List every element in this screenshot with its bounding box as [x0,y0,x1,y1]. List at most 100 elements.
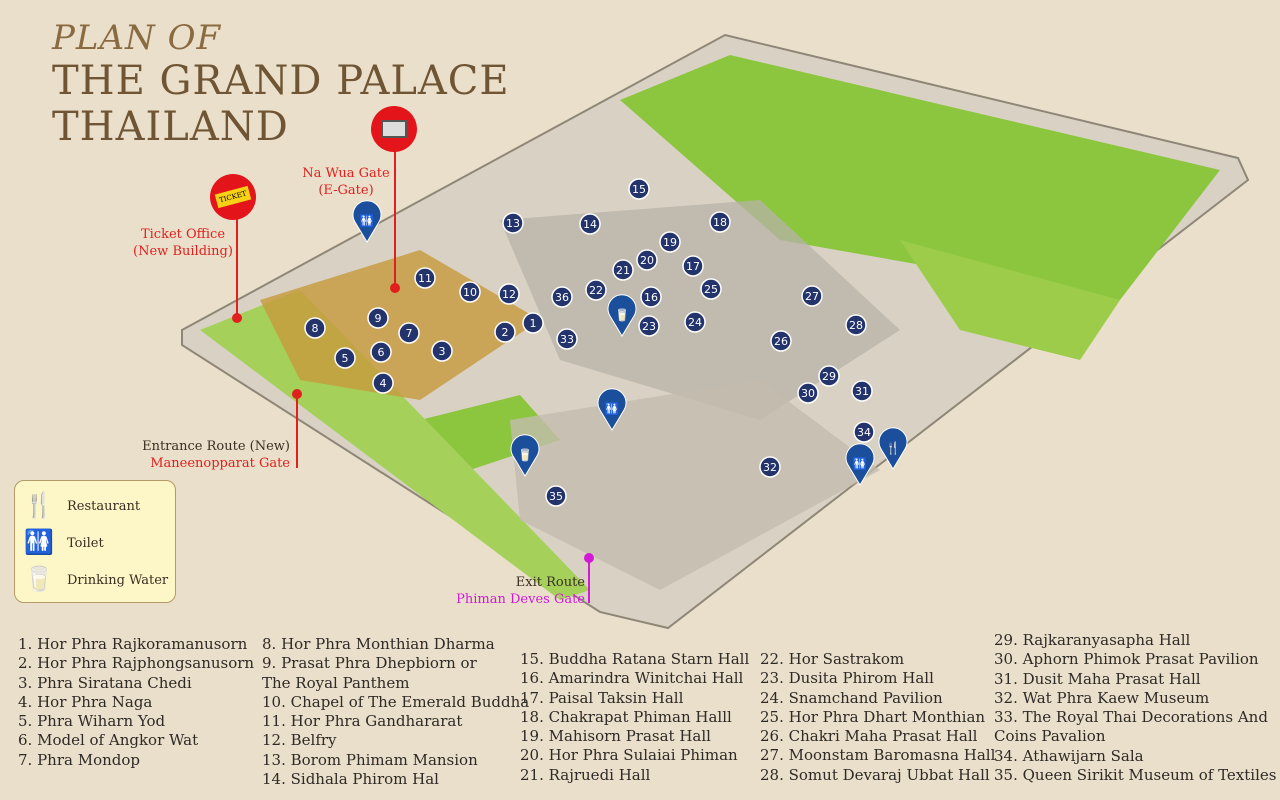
map-marker-36[interactable]: 36 [551,286,573,308]
svg-text:🍴: 🍴 [886,441,901,455]
place-item: 13. Borom Phimam Mansion [262,750,478,769]
svg-text:15: 15 [632,183,646,196]
restaurant-pin-icon[interactable]: 🍴 [878,427,908,470]
map-marker-4[interactable]: 4 [372,372,394,394]
map-marker-33[interactable]: 33 [556,328,578,350]
svg-text:20: 20 [640,254,654,267]
entrance-route: Entrance Route (New) [142,439,290,454]
map-marker-22[interactable]: 22 [585,279,607,301]
map-marker-1[interactable]: 1 [522,312,544,334]
ticket-office-icon: TICKET [210,174,256,220]
svg-text:11: 11 [418,272,432,285]
place-item: 29. Rajkaranyasapha Hall [994,631,1191,649]
place-item: 12. Belfry [262,731,337,750]
map-marker-23[interactable]: 23 [638,315,660,337]
map-marker-20[interactable]: 20 [636,249,658,271]
place-item: 21. Rajruedi Hall [520,765,651,784]
map-marker-14[interactable]: 14 [579,213,601,235]
map-marker-10[interactable]: 10 [459,281,481,303]
place-item: 22. Hor Sastrakom [760,650,905,668]
svg-text:3: 3 [439,345,446,358]
drinking-water-pin-icon[interactable]: 🥛 [510,434,540,477]
svg-text:9: 9 [375,312,382,325]
map-marker-6[interactable]: 6 [370,341,392,363]
place-item: 24. Snamchand Pavilion [760,688,943,707]
svg-text:4: 4 [380,377,387,390]
map-marker-34[interactable]: 34 [853,421,875,443]
map-marker-16[interactable]: 16 [640,286,662,308]
drinking-water-pin-icon[interactable]: 🥛 [607,294,637,337]
place-item: 32. Wat Phra Kaew Museum [994,688,1210,707]
exit-route: Exit Route [515,575,585,590]
place-item: Coins Pavalion [994,727,1106,746]
svg-text:22: 22 [589,284,603,297]
place-item: 23. Dusita Phirom Hall [760,669,934,688]
map-marker-19[interactable]: 19 [659,231,681,253]
map-marker-9[interactable]: 9 [367,307,389,329]
place-item: 28. Somut Devaraj Ubbat Hall [760,765,990,784]
place-item: 31. Dusit Maha Prasat Hall [994,669,1201,688]
svg-text:25: 25 [704,283,718,296]
svg-text:6: 6 [378,346,385,359]
map-marker-8[interactable]: 8 [304,317,326,339]
map-marker-15[interactable]: 15 [628,178,650,200]
place-item: 14. Sidhala Phirom Hal [262,770,439,789]
place-item: 17. Paisal Taksin Hall [520,688,684,707]
title-plan-of: PLAN OF [52,18,222,58]
map-marker-31[interactable]: 31 [851,380,873,402]
map-marker-29[interactable]: 29 [818,365,840,387]
map-marker-13[interactable]: 13 [502,212,524,234]
map-marker-5[interactable]: 5 [334,347,356,369]
legend-label: Restaurant [67,498,141,514]
place-item: 35. Queen Sirikit Museum of Textiles [994,766,1277,785]
na-wua-gate-label: Na Wua Gate(E-Gate) [296,165,396,199]
map-marker-32[interactable]: 32 [759,456,781,478]
svg-text:7: 7 [406,327,413,340]
svg-text:8: 8 [312,322,319,335]
map-marker-3[interactable]: 3 [431,340,453,362]
place-item: 2. Hor Phra Rajphongsanusorn [18,654,255,673]
svg-text:10: 10 [463,286,477,299]
place-item: 19. Mahisorn Prasat Hall [520,727,711,746]
amenity-legend: 🍴Restaurant 🚻Toilet 🥛Drinking Water [14,480,176,603]
palace-buildings [500,200,900,420]
place-item: 4. Hor Phra Naga [18,692,153,711]
lawn-north [620,55,1220,300]
na-wua-gate-sub: (E-Gate) [318,183,374,198]
svg-text:24: 24 [688,316,702,329]
map-marker-2[interactable]: 2 [494,321,516,343]
place-item: 5. Phra Wiharn Yod [18,712,166,731]
place-item: 18. Chakrapat Phiman Halll [520,707,732,726]
map-marker-18[interactable]: 18 [709,211,731,233]
map-marker-11[interactable]: 11 [414,267,436,289]
map-marker-27[interactable]: 27 [801,285,823,307]
svg-text:🚻: 🚻 [605,402,620,416]
map-marker-21[interactable]: 21 [612,259,634,281]
place-item: The Royal Panthem [262,673,410,692]
svg-text:🚻: 🚻 [360,214,375,228]
svg-text:30: 30 [801,387,815,400]
svg-text:18: 18 [713,216,727,229]
svg-text:16: 16 [644,291,658,304]
place-item: 6. Model of Angkor Wat [18,731,199,750]
map-marker-17[interactable]: 17 [682,255,704,277]
map-marker-24[interactable]: 24 [684,311,706,333]
svg-text:23: 23 [642,320,656,333]
map-marker-26[interactable]: 26 [770,330,792,352]
svg-text:🥛: 🥛 [518,448,533,462]
map-marker-35[interactable]: 35 [545,485,567,507]
entrance-gate: Maneenopparat Gate [150,456,290,471]
place-item: 1. Hor Phra Rajkoramanusorn [18,635,248,653]
map-marker-25[interactable]: 25 [700,278,722,300]
svg-text:28: 28 [849,319,863,332]
toilet-pin-icon[interactable]: 🚻 [597,388,627,431]
map-marker-30[interactable]: 30 [797,382,819,404]
map-marker-12[interactable]: 12 [498,283,520,305]
map-marker-28[interactable]: 28 [845,314,867,336]
toilet-pin-icon[interactable]: 🚻 [845,443,875,486]
map-marker-7[interactable]: 7 [398,322,420,344]
toilet-pin-icon[interactable]: 🚻 [352,200,382,243]
